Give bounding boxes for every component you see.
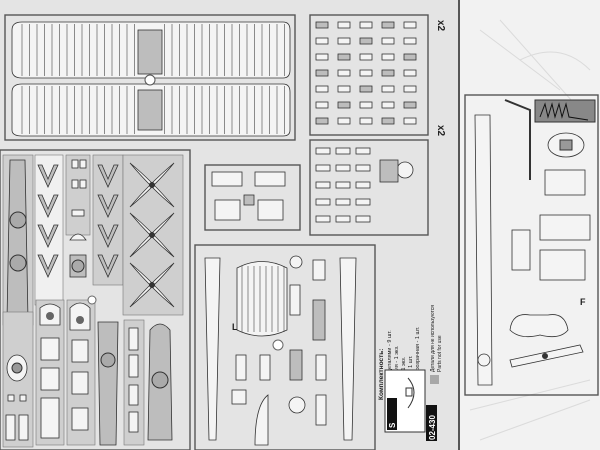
- multiplier-top: x2: [435, 20, 446, 32]
- sprue-center: L: [194, 244, 376, 450]
- small-part: [381, 101, 395, 109]
- small-part: [337, 117, 351, 125]
- strut-part: [97, 254, 119, 278]
- small-part: [403, 117, 417, 125]
- small-part: [315, 164, 331, 172]
- small-part: [381, 69, 395, 77]
- contents-item: 5. Плёнка прозрачная - 1 шт.: [415, 326, 421, 400]
- multiplier-middle: x2: [435, 125, 446, 137]
- strut-part: [97, 194, 119, 218]
- small-part: [337, 37, 351, 45]
- contents-item: 1. Рамка с деталями - 9 шт.: [387, 330, 393, 400]
- small-part: [315, 69, 329, 77]
- svg-text:02-430: 02-430: [428, 415, 437, 440]
- strut-part: [37, 164, 59, 188]
- logo-box: S: [384, 369, 426, 433]
- small-part: [359, 21, 373, 29]
- small-part: [335, 181, 351, 189]
- small-part: [315, 85, 329, 93]
- small-part: [315, 181, 331, 189]
- small-part: [335, 215, 351, 223]
- fuselage-side-right: [339, 257, 357, 441]
- small-part: [315, 215, 331, 223]
- small-part: [355, 198, 371, 206]
- small-part: [315, 37, 329, 45]
- small-part: [359, 69, 373, 77]
- sprue-letter-f: F: [580, 297, 586, 307]
- sprue-right-page: F: [464, 94, 599, 396]
- sprue-letter-l: L: [232, 322, 238, 332]
- small-part: [315, 101, 329, 109]
- small-part: [359, 101, 373, 109]
- small-part: [337, 69, 351, 77]
- small-part: [403, 69, 417, 77]
- small-part: [403, 21, 417, 29]
- small-part: [359, 37, 373, 45]
- small-part: [315, 147, 331, 155]
- small-part: [315, 53, 329, 61]
- sprue-clear: [204, 164, 301, 231]
- small-part: [335, 147, 351, 155]
- small-part: [337, 21, 351, 29]
- small-part: [381, 21, 395, 29]
- legend-en: Parts not for use: [437, 335, 443, 372]
- sprue-fuselage-left: [0, 149, 191, 450]
- sprue-wings: [4, 14, 296, 141]
- small-part: [381, 37, 395, 45]
- propeller-hub: [149, 182, 155, 188]
- faint-background-sketch: [469, 19, 591, 441]
- small-part: [359, 85, 373, 93]
- small-part: [315, 198, 331, 206]
- small-part: [315, 117, 329, 125]
- small-part: [359, 53, 373, 61]
- strut-part: [37, 224, 59, 248]
- strut-part: [97, 164, 119, 188]
- propeller-hub: [149, 282, 155, 288]
- small-part: [355, 215, 371, 223]
- legend: Детали для не используются Parts not for…: [430, 305, 443, 384]
- strut-part: [37, 194, 59, 218]
- strut-part: [97, 224, 119, 248]
- small-part: [335, 198, 351, 206]
- small-part: [315, 21, 329, 29]
- small-part: [403, 85, 417, 93]
- legend-ru: Детали для не используются: [430, 305, 436, 372]
- small-part: [403, 37, 417, 45]
- propeller-hub: [149, 232, 155, 238]
- fuselage-half-right: [474, 114, 493, 386]
- kit-code: 02-430: [426, 405, 437, 441]
- sprue-small-top: x2: [309, 14, 446, 136]
- small-part: [381, 53, 395, 61]
- small-part: [335, 164, 351, 172]
- small-part: [355, 181, 371, 189]
- small-part: [381, 85, 395, 93]
- tailplane: [236, 261, 288, 337]
- small-part: [359, 117, 373, 125]
- small-part: [337, 85, 351, 93]
- strut-part: [37, 254, 59, 278]
- sprue-small-middle: x2: [309, 125, 446, 236]
- small-part: [337, 53, 351, 61]
- small-part: [355, 164, 371, 172]
- small-part: [403, 53, 417, 61]
- legend-swatch: [430, 375, 439, 384]
- contents-title: Комплектность:: [378, 349, 385, 400]
- small-part: [403, 101, 417, 109]
- fuselage-side-left: [204, 257, 221, 441]
- logo-text: S: [388, 422, 397, 428]
- small-part: [381, 117, 395, 125]
- small-part: [355, 147, 371, 155]
- small-part: [337, 101, 351, 109]
- fuselage-half: [6, 159, 29, 321]
